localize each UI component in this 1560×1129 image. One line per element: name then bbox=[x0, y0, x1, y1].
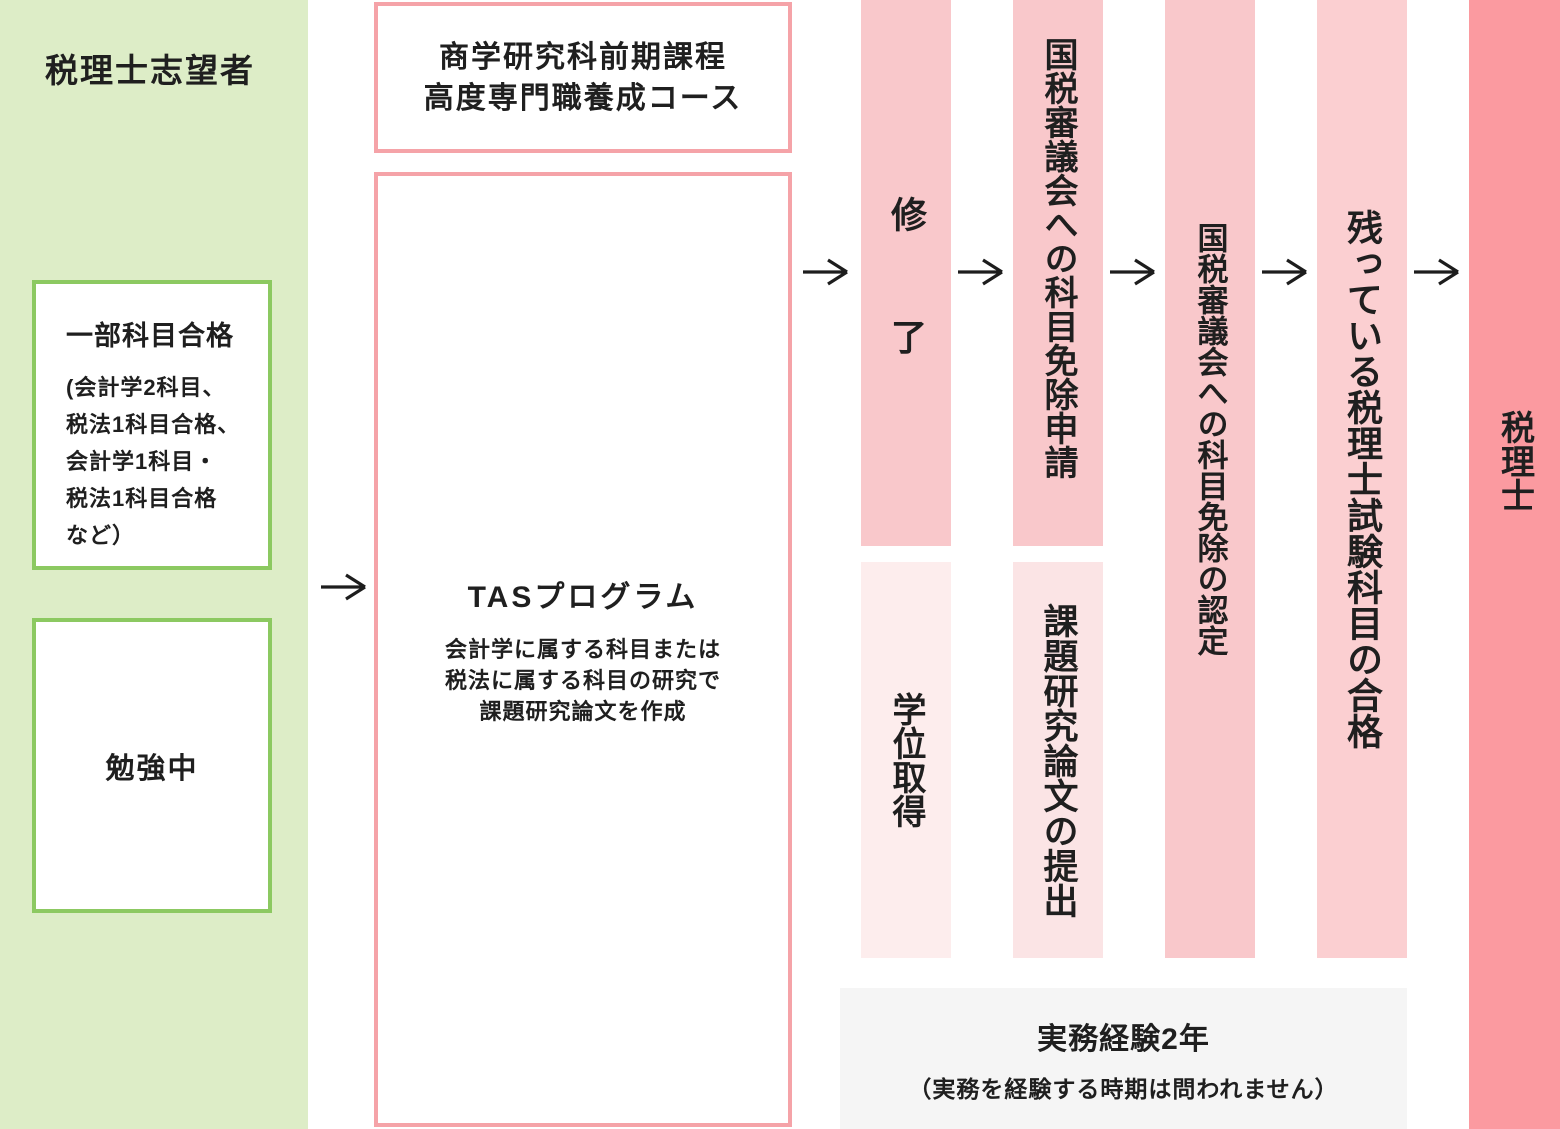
flow-arrow bbox=[1413, 257, 1463, 287]
course-box: 商学研究科前期課程 高度専門職養成コース bbox=[374, 2, 792, 153]
stage-thesis-submission-label: 課題研究論文の提出 bbox=[1038, 602, 1078, 918]
aspirant-title: 税理士志望者 bbox=[45, 52, 255, 89]
tas-program-line: 会計学に属する科目または bbox=[444, 637, 721, 662]
flow-arrow bbox=[1109, 257, 1159, 287]
aspirant-panel: 税理士志望者 一部科目合格 (会計学2科目、 税法1科目合格、 会計学1科目・ … bbox=[0, 0, 308, 1129]
stage-remaining-exams: 残っている税理士試験科目の合格 bbox=[1317, 0, 1407, 958]
experience-note: （実務を経験する時期は問われません） bbox=[908, 1075, 1339, 1102]
stage-exemption-certification: 国税審議会への科目免除の認定 bbox=[1165, 0, 1255, 958]
tas-program-title: TASプログラム bbox=[467, 581, 699, 614]
course-line: 高度専門職養成コース bbox=[423, 81, 743, 115]
flow-arrow bbox=[1261, 257, 1311, 287]
stage-exemption-application: 国税審議会への科目免除申請 bbox=[1013, 0, 1103, 546]
stage-exemption-certification-label: 国税審議会への科目免除の認定 bbox=[1192, 222, 1228, 656]
tas-program-line: 税法に属する科目の研究で bbox=[444, 668, 721, 693]
right-arrow-icon bbox=[958, 258, 1003, 286]
flow-arrow bbox=[320, 572, 370, 602]
experience-box: 実務経験2年 （実務を経験する時期は問われません） bbox=[840, 988, 1407, 1129]
partial-pass-line: 税法1科目合格 bbox=[66, 486, 218, 511]
right-arrow-icon bbox=[803, 258, 848, 286]
stage-tax-accountant: 税理士 bbox=[1469, 0, 1560, 1129]
stage-degree-label: 学位取得 bbox=[887, 692, 925, 828]
right-arrow-icon bbox=[1414, 258, 1459, 286]
tas-program-line: 課題研究論文を作成 bbox=[479, 699, 687, 724]
partial-pass-title: 一部科目合格 bbox=[66, 321, 234, 351]
partial-pass-line: (会計学2科目、 bbox=[66, 375, 226, 400]
partial-pass-line: 会計学1科目・ bbox=[66, 449, 218, 474]
stage-tax-accountant-label: 税理士 bbox=[1495, 410, 1534, 512]
stage-completion-label: 修了 bbox=[886, 195, 927, 441]
right-arrow-icon bbox=[1262, 258, 1307, 286]
right-arrow-icon bbox=[1110, 258, 1155, 286]
studying-box: 勉強中 bbox=[32, 618, 272, 913]
stage-completion: 修了 bbox=[861, 0, 951, 546]
stage-exemption-application-label: 国税審議会への科目免除申請 bbox=[1039, 37, 1077, 479]
stage-thesis-submission: 課題研究論文の提出 bbox=[1013, 562, 1103, 958]
course-line: 商学研究科前期課程 bbox=[439, 40, 727, 74]
tas-program-box: TASプログラム 会計学に属する科目または 税法に属する科目の研究で 課題研究論… bbox=[374, 172, 792, 1127]
right-arrow-icon bbox=[321, 573, 366, 601]
experience-title: 実務経験2年 bbox=[1037, 1022, 1210, 1056]
stage-degree: 学位取得 bbox=[861, 562, 951, 958]
partial-pass-box: 一部科目合格 (会計学2科目、 税法1科目合格、 会計学1科目・ 税法1科目合格… bbox=[32, 280, 272, 570]
partial-pass-line: など） bbox=[66, 523, 136, 548]
flow-arrow bbox=[802, 257, 852, 287]
studying-label: 勉強中 bbox=[105, 752, 199, 785]
partial-pass-line: 税法1科目合格、 bbox=[66, 412, 241, 437]
flow-arrow bbox=[957, 257, 1007, 287]
stage-remaining-exams-label: 残っている税理士試験科目の合格 bbox=[1342, 209, 1383, 749]
